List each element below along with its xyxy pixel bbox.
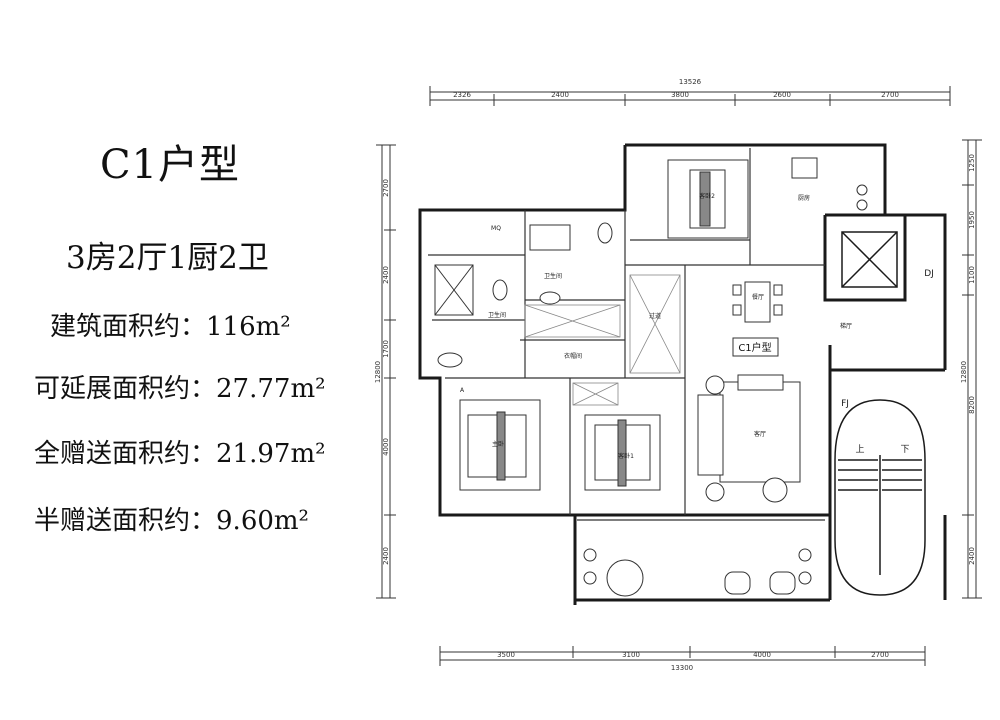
dim-bottom-seg: 3500 <box>497 651 515 659</box>
floor-plan: 13526 2326 2400 3800 2600 2700 3500 3100… <box>374 78 982 672</box>
room-bath2: 卫生间 <box>544 272 562 280</box>
dim-left-total: 12800 <box>374 361 382 383</box>
room-master: 主卧 <box>492 440 504 448</box>
dim-top-seg: 2700 <box>881 91 899 99</box>
stair-up: 上 <box>855 444 864 455</box>
dim-left-seg: 2400 <box>382 266 390 284</box>
elevator-shaft <box>841 231 898 288</box>
label-mq: MQ <box>491 225 501 232</box>
dim-top-seg: 2326 <box>453 91 471 99</box>
room-bath1: 卫生间 <box>488 311 506 319</box>
room-layout: 3房2厅1厨2卫 <box>66 240 269 276</box>
info-panel: C1户型 3房2厅1厨2卫 建筑面积约：116m² 可延展面积约：27.77m²… <box>0 0 380 720</box>
dimension-labels: 13526 2326 2400 3800 2600 2700 3500 3100… <box>374 78 976 672</box>
furniture <box>434 157 868 597</box>
area-full-gift: 全赠送面积约：21.97m² <box>34 433 326 470</box>
unit-label-box <box>732 337 779 357</box>
room-living: 客厅 <box>754 430 766 438</box>
wardrobe <box>524 274 681 406</box>
dim-right-seg: 8200 <box>968 396 976 414</box>
unit-label: C1户型 <box>738 341 771 354</box>
interior-walls <box>428 148 825 521</box>
area-value: 21.97m² <box>216 439 326 469</box>
dim-right-total: 12800 <box>960 361 968 383</box>
area-value: 27.77m² <box>216 374 326 404</box>
dim-left-seg: 4000 <box>382 438 390 456</box>
dim-right-seg: 1100 <box>968 266 976 284</box>
area-half-gift: 半赠送面积约：9.60m² <box>34 500 309 537</box>
room-bedroom1: 客卧1 <box>618 452 634 460</box>
area-building: 建筑面积约：116m² <box>50 306 291 343</box>
dim-right-seg: 2400 <box>968 547 976 565</box>
area-label: 可延展面积约： <box>34 374 217 404</box>
dim-left-seg: 2700 <box>382 179 390 197</box>
area-value: 116m² <box>206 312 291 342</box>
dim-top-seg: 2600 <box>773 91 791 99</box>
area-label: 全赠送面积约： <box>34 439 217 469</box>
dim-right-seg: 1950 <box>968 211 976 229</box>
dimension-lines <box>376 86 982 666</box>
area-label: 建筑面积约： <box>50 312 207 342</box>
room-dining: 餐厅 <box>752 293 764 301</box>
stair-labels: 上 下 FJ DJ <box>841 269 934 455</box>
room-corridor: 过道 <box>649 312 661 320</box>
area-extendable: 可延展面积约：27.77m² <box>34 368 326 405</box>
area-label: 半赠送面积约： <box>34 506 217 536</box>
dim-bottom-seg: 3100 <box>622 651 640 659</box>
area-value: 9.60m² <box>216 506 309 536</box>
label-fj: FJ <box>841 399 849 409</box>
dim-top-seg: 2400 <box>551 91 569 99</box>
room-lobby: 梯厅 <box>840 322 852 330</box>
dim-left-seg: 2400 <box>382 547 390 565</box>
room-bedroom2: 客卧2 <box>699 192 715 200</box>
dim-bottom-total: 13300 <box>671 664 693 672</box>
dim-left-seg: 1700 <box>382 340 390 358</box>
walls <box>418 143 947 605</box>
room-kitchen: 厨房 <box>798 194 810 202</box>
stair-down: 下 <box>900 445 909 455</box>
dim-bottom-seg: 2700 <box>871 651 889 659</box>
dim-bottom-seg: 4000 <box>753 651 771 659</box>
unit-title: C1户型 <box>100 142 241 188</box>
dim-top-seg: 3800 <box>671 91 689 99</box>
mark-a: A <box>460 387 465 394</box>
dim-top-total: 13526 <box>679 78 702 86</box>
stairwell <box>834 399 926 596</box>
room-labels: 客卧2 厨房 卫生间 卫生间 衣帽间 过道 餐厅 梯厅 客厅 主卧 客卧1 A … <box>460 192 852 460</box>
room-cloakroom: 衣帽间 <box>564 352 582 360</box>
label-dj: DJ <box>924 269 934 279</box>
dim-right-seg: 1250 <box>968 154 976 172</box>
